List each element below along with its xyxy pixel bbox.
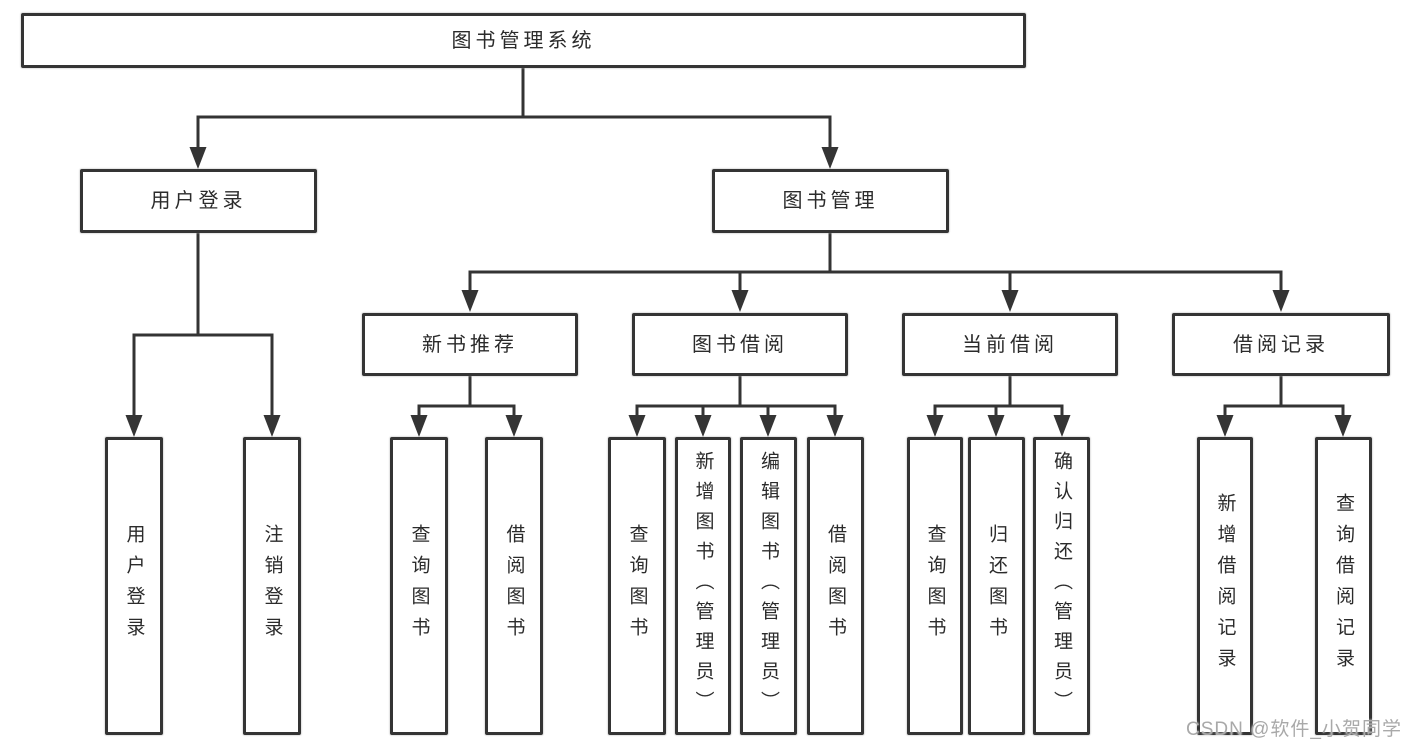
leaf-borrowing-add-books-admin: 新增图书（管理员）	[675, 437, 731, 735]
node-user-login: 用户登录	[80, 169, 317, 233]
node-label: 查询借阅记录	[1333, 493, 1354, 679]
node-label: 查询图书	[408, 524, 430, 648]
node-label: 借阅记录	[1233, 333, 1329, 356]
node-book-borrowing: 图书借阅	[632, 313, 848, 376]
leaf-current-confirm-return-admin: 确认归还（管理员）	[1033, 437, 1090, 735]
leaf-recommend-borrow-books: 借阅图书	[485, 437, 543, 735]
node-label: 借阅图书	[825, 524, 846, 648]
node-label: 归还图书	[986, 524, 1007, 648]
node-library-system: 图书管理系统	[21, 13, 1026, 68]
leaf-records-add-record: 新增借阅记录	[1197, 437, 1253, 735]
leaf-current-return-books: 归还图书	[968, 437, 1025, 735]
leaf-borrowing-borrow-books: 借阅图书	[807, 437, 864, 735]
node-label: 新书推荐	[422, 333, 518, 356]
leaf-user-login: 用户登录	[105, 437, 163, 735]
leaf-records-query-record: 查询借阅记录	[1315, 437, 1372, 735]
node-borrowing-records: 借阅记录	[1172, 313, 1390, 376]
node-label: 查询图书	[924, 524, 946, 648]
node-label: 用户登录	[123, 524, 145, 648]
leaf-borrowing-query-books: 查询图书	[608, 437, 666, 735]
node-label: 借阅图书	[503, 524, 525, 648]
node-label: 确认归还（管理员）	[1051, 451, 1072, 721]
leaf-recommend-query-books: 查询图书	[390, 437, 448, 735]
leaf-borrowing-edit-books-admin: 编辑图书（管理员）	[740, 437, 797, 735]
leaf-logout: 注销登录	[243, 437, 301, 735]
node-label: 编辑图书（管理员）	[758, 451, 779, 721]
node-label: 新增图书（管理员）	[692, 451, 714, 721]
node-label: 当前借阅	[962, 333, 1058, 356]
node-label: 查询图书	[626, 524, 648, 648]
node-label: 图书借阅	[692, 333, 788, 356]
node-label: 新增借阅记录	[1214, 493, 1236, 679]
node-label: 用户登录	[150, 190, 247, 212]
leaf-current-query-books: 查询图书	[907, 437, 963, 735]
node-current-borrowing: 当前借阅	[902, 313, 1118, 376]
node-label: 注销登录	[261, 524, 283, 648]
csdn-watermark: CSDN @软件_小贺同学	[1186, 719, 1402, 740]
node-new-book-recommend: 新书推荐	[362, 313, 578, 376]
node-label: 图书管理	[782, 190, 879, 212]
node-book-management: 图书管理	[712, 169, 949, 233]
node-label: 图书管理系统	[451, 29, 596, 52]
